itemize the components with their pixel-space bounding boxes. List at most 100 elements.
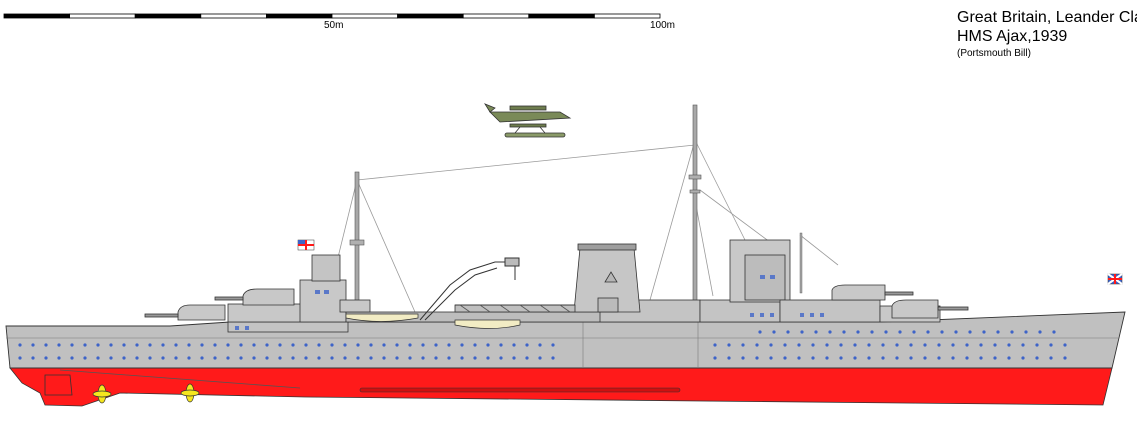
porthole — [109, 356, 113, 360]
propeller-icon — [92, 384, 112, 404]
porthole — [993, 356, 997, 360]
porthole — [1049, 343, 1053, 347]
porthole — [951, 356, 955, 360]
porthole — [369, 356, 373, 360]
porthole — [265, 356, 269, 360]
stern-gear — [44, 369, 301, 396]
porthole — [122, 356, 126, 360]
porthole — [814, 330, 818, 334]
porthole — [356, 343, 360, 347]
porthole — [797, 356, 801, 360]
porthole — [811, 356, 815, 360]
porthole — [408, 356, 412, 360]
porthole — [421, 343, 425, 347]
porthole — [187, 356, 191, 360]
porthole — [783, 343, 787, 347]
porthole — [317, 343, 321, 347]
porthole — [239, 343, 243, 347]
porthole — [811, 343, 815, 347]
porthole — [44, 356, 48, 360]
propeller-icon — [180, 383, 200, 403]
jack-flag-icon — [1107, 273, 1123, 285]
porthole — [741, 356, 745, 360]
porthole — [923, 343, 927, 347]
funnel — [573, 243, 641, 313]
title-ship-name: HMS Ajax,1939 — [957, 28, 1068, 45]
porthole — [993, 343, 997, 347]
porthole — [252, 356, 256, 360]
porthole — [343, 356, 347, 360]
scale-label-100m: 100m — [650, 20, 676, 31]
porthole — [825, 356, 829, 360]
porthole — [979, 343, 983, 347]
porthole — [330, 343, 334, 347]
porthole — [713, 343, 717, 347]
title-author: (Portsmouth Bill) — [957, 48, 1031, 59]
porthole — [758, 330, 762, 334]
porthole — [551, 343, 555, 347]
porthole — [343, 343, 347, 347]
porthole — [1021, 343, 1025, 347]
turret-y — [891, 299, 969, 319]
porthole — [330, 356, 334, 360]
porthole — [57, 356, 61, 360]
porthole — [825, 343, 829, 347]
porthole — [161, 356, 165, 360]
porthole — [828, 330, 832, 334]
porthole-rows — [18, 330, 1067, 360]
scale-segment — [200, 13, 267, 19]
turret-b — [214, 288, 295, 306]
scale-label-50m: 50m — [324, 20, 344, 31]
porthole — [937, 356, 941, 360]
porthole — [291, 343, 295, 347]
porthole — [278, 356, 282, 360]
porthole — [1007, 356, 1011, 360]
porthole — [713, 356, 717, 360]
porthole — [148, 356, 152, 360]
porthole — [44, 343, 48, 347]
scale-segment — [594, 13, 661, 19]
porthole — [122, 343, 126, 347]
porthole — [786, 330, 790, 334]
porthole — [867, 356, 871, 360]
porthole — [769, 356, 773, 360]
porthole — [926, 330, 930, 334]
porthole — [783, 356, 787, 360]
porthole — [965, 343, 969, 347]
porthole — [842, 330, 846, 334]
porthole — [369, 343, 373, 347]
porthole — [200, 343, 204, 347]
porthole — [895, 343, 899, 347]
porthole — [982, 330, 986, 334]
scale-bar — [3, 13, 661, 19]
porthole — [1063, 356, 1067, 360]
porthole — [909, 343, 913, 347]
seaplane-icon — [484, 103, 572, 138]
porthole — [856, 330, 860, 334]
porthole — [109, 343, 113, 347]
porthole — [317, 356, 321, 360]
underwater-hull — [9, 367, 1113, 407]
catapult — [454, 304, 576, 313]
porthole — [1035, 343, 1039, 347]
porthole — [867, 343, 871, 347]
porthole — [525, 343, 529, 347]
windows — [235, 275, 824, 330]
porthole — [265, 343, 269, 347]
porthole — [499, 343, 503, 347]
ensign-flag-icon — [297, 239, 315, 251]
porthole — [434, 343, 438, 347]
turret-a — [144, 304, 226, 321]
porthole — [525, 356, 529, 360]
porthole — [965, 356, 969, 360]
porthole — [800, 330, 804, 334]
bilge-keel — [359, 387, 681, 393]
scale-segment — [528, 13, 595, 19]
porthole — [460, 343, 464, 347]
porthole — [1021, 356, 1025, 360]
porthole — [148, 343, 152, 347]
porthole — [881, 343, 885, 347]
porthole — [434, 356, 438, 360]
porthole — [923, 356, 927, 360]
porthole — [213, 356, 217, 360]
